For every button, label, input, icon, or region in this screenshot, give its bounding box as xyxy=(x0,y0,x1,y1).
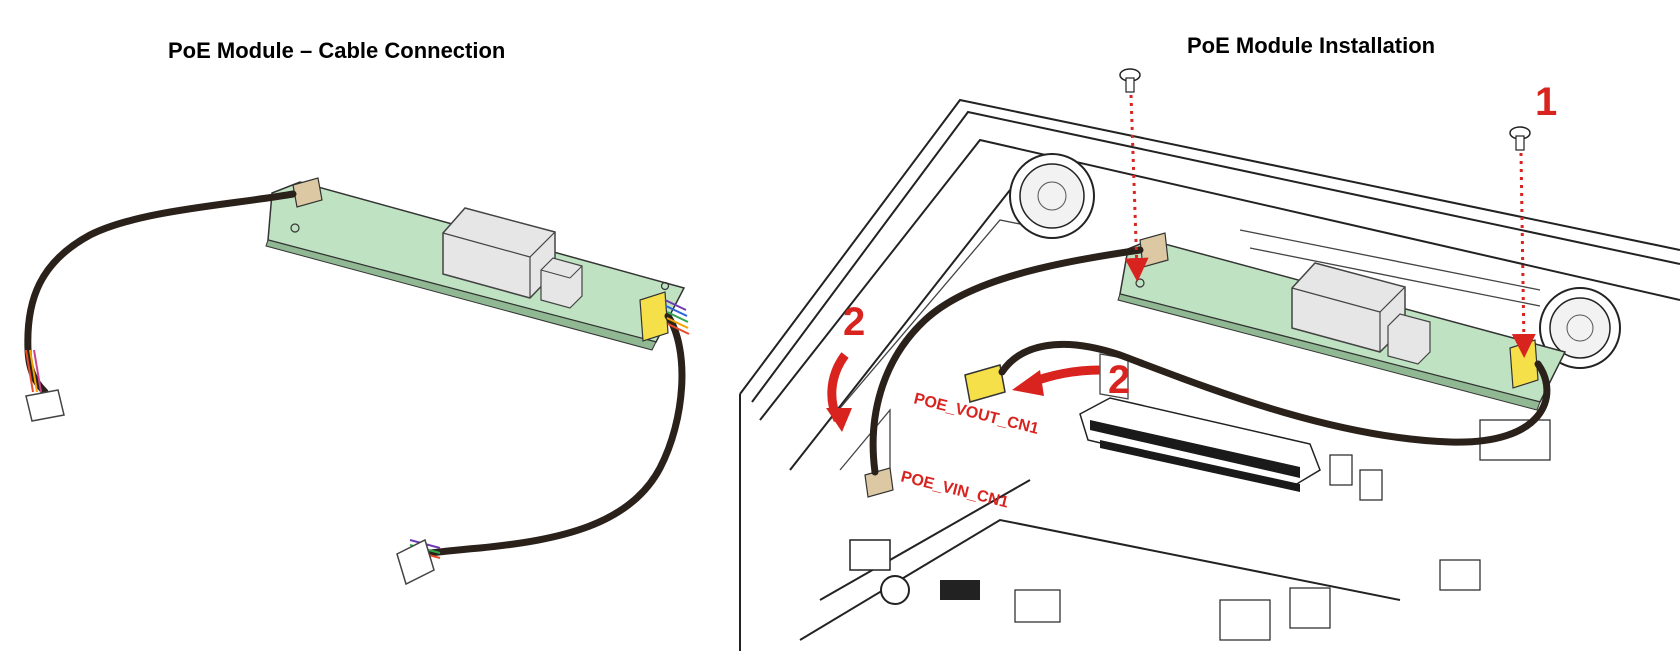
label-poe-vin-cn1: POE_VIN_CN1 xyxy=(899,468,1010,511)
step-number-2-vin: 2 xyxy=(843,300,865,344)
connector-icon xyxy=(292,177,323,208)
connector-icon xyxy=(639,291,669,342)
step-number-1: 1 xyxy=(1535,80,1557,124)
left-illustration xyxy=(24,177,690,586)
connector-icon xyxy=(396,538,435,586)
connector-icon xyxy=(864,467,894,498)
wire-bundle xyxy=(25,349,42,393)
chip-block xyxy=(540,257,583,309)
fan-right xyxy=(1539,287,1621,369)
right-illustration: 1 2 2 POE_VOUT_CN1 POE_VIN_CN1 xyxy=(739,68,1680,651)
fan-left xyxy=(1009,153,1095,239)
poe-module-board-right xyxy=(1117,239,1567,411)
poe-module-board-left xyxy=(265,181,686,351)
hdmi-port xyxy=(940,580,980,600)
left-panel-title: PoE Module – Cable Connection xyxy=(168,38,506,63)
mainboard-components xyxy=(849,397,1551,641)
cable-left xyxy=(24,190,297,396)
ethernet-port xyxy=(1014,589,1061,623)
cable-vin xyxy=(869,246,1144,476)
screw-icon xyxy=(1509,126,1531,151)
connector-icon xyxy=(25,389,65,422)
cable-right xyxy=(426,312,686,557)
gear-icon xyxy=(290,223,300,233)
right-panel-title: PoE Module Installation xyxy=(1187,33,1436,58)
connector-icon xyxy=(1509,339,1539,389)
arrow-icon xyxy=(1012,370,1044,396)
arrow-icon xyxy=(1124,94,1149,282)
connector-icon xyxy=(964,364,1006,403)
power-jack xyxy=(880,575,910,605)
arrow-icon xyxy=(826,408,852,432)
arrow-icon xyxy=(1511,152,1536,358)
chassis-outline xyxy=(739,98,1680,651)
cable-vout xyxy=(998,341,1551,446)
screw-icon xyxy=(1119,68,1141,93)
step-number-2-vout: 2 xyxy=(1108,358,1130,402)
gear-icon xyxy=(660,281,670,291)
